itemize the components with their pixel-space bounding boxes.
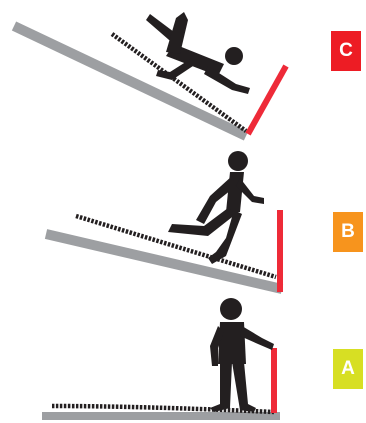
level-badge-b: B: [333, 212, 363, 252]
panel-a-flat-surface: [42, 298, 280, 416]
standing-person: [210, 298, 274, 412]
falling-person: [146, 12, 250, 94]
ramp-c: [14, 26, 246, 136]
guard-post-c: [248, 66, 286, 134]
level-badge-a: A: [333, 349, 363, 389]
level-badge-a-label: A: [341, 358, 355, 380]
slipping-person: [168, 151, 264, 264]
level-badge-c: C: [331, 31, 361, 71]
level-badge-c-label: C: [339, 40, 353, 62]
panel-b-medium-slope: [46, 151, 282, 292]
ramp-b: [46, 234, 282, 289]
panel-c-steep-slope: [14, 12, 286, 136]
level-badge-b-label: B: [341, 221, 355, 243]
